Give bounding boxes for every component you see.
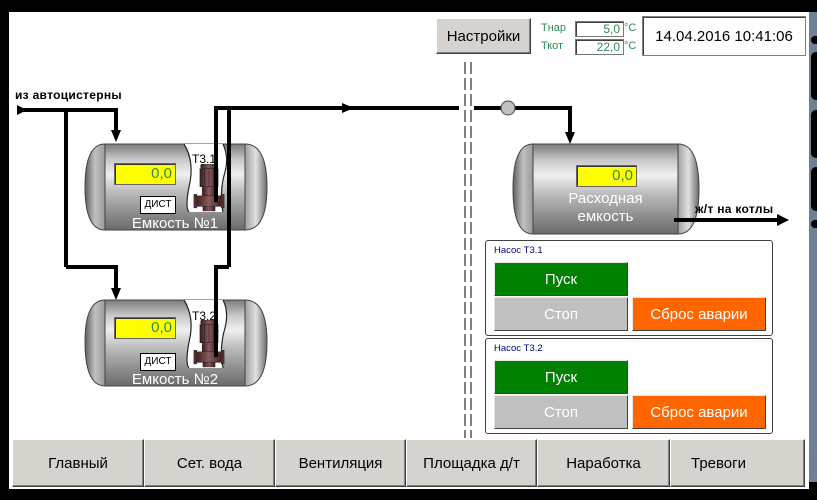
supply-tank-name-line1: Расходная	[568, 190, 643, 207]
pump-panel-t3-2: Насос Т3.2 Пуск Стоп Сброс аварии	[485, 338, 773, 434]
pump-t3-2-reset-alarm-button[interactable]: Сброс аварии	[632, 395, 766, 429]
datetime-display: 14.04.2016 10:41:06	[642, 16, 806, 56]
nav-tab-ventilation[interactable]: Вентиляция	[275, 439, 406, 487]
tank-1-mode-badge[interactable]: ДИСТ	[140, 196, 176, 214]
tank-1-pump-label: Т3.1	[192, 152, 217, 166]
process-scheme	[17, 62, 789, 438]
nav-tab-alarms[interactable]: Тревоги	[670, 439, 805, 487]
hmi-screen: Настройки Тнар 5,0 °С Ткот 22,0 °С 14.04…	[9, 12, 809, 489]
nav-tab-runtime[interactable]: Наработка	[537, 439, 670, 487]
tank-1-level: 0,0	[114, 163, 176, 185]
pump-panel-title: Насос Т3.2	[494, 343, 543, 354]
flow-arrow-icon	[111, 130, 121, 142]
supply-tank-name-line2: емкость	[577, 208, 634, 225]
nav-tab-fuel-area[interactable]: Площадка д/т	[406, 439, 537, 487]
supply-tank-level: 0,0	[576, 165, 637, 187]
pump-panel-t3-1: Насос Т3.1 Пуск Стоп Сброс аварии	[485, 240, 773, 336]
inlet-arrow-icon	[17, 105, 27, 115]
outdoor-temp-label: Тнар	[541, 22, 567, 34]
pump-t3-1-reset-alarm-button[interactable]: Сброс аварии	[632, 297, 766, 331]
flow-arrow-icon	[565, 132, 575, 144]
tank-2-pump-label: Т3.2	[192, 309, 217, 323]
boiler-temp-unit: °С	[624, 40, 637, 52]
tank-2-level: 0,0	[114, 317, 176, 339]
area-separator	[464, 62, 472, 438]
outlet-arrow-icon	[777, 214, 789, 226]
settings-button[interactable]: Настройки	[436, 18, 531, 54]
flow-arrow-icon	[111, 288, 121, 300]
boiler-temp-value: 22,0	[575, 39, 624, 55]
pump-t3-1-stop-button[interactable]: Стоп	[494, 297, 628, 331]
outlet-label: ж/т на котлы	[695, 202, 774, 216]
pump-t3-1-start-button[interactable]: Пуск	[494, 262, 628, 296]
pump-t3-2-start-button[interactable]: Пуск	[494, 360, 628, 394]
pump-panel-title: Насос Т3.1	[494, 245, 543, 256]
tank-2-mode-badge[interactable]: ДИСТ	[140, 353, 176, 371]
valve-icon[interactable]	[500, 100, 516, 116]
outdoor-temp-value: 5,0	[575, 21, 624, 37]
nav-tab-network-water[interactable]: Сет. вода	[144, 439, 275, 487]
nav-tab-main[interactable]: Главный	[12, 439, 144, 487]
adjacent-window-edge	[809, 12, 817, 482]
supply-tank	[512, 143, 700, 235]
boiler-temp-label: Ткот	[541, 40, 564, 52]
tank-1-name: Емкость №1	[131, 215, 219, 232]
inlet-label: из автоцистерны	[15, 88, 122, 102]
flow-arrow-icon	[342, 103, 354, 113]
supply-tank-name: Расходная емкость	[533, 190, 678, 226]
outdoor-temp-unit: °С	[624, 22, 637, 34]
pump-t3-2-stop-button[interactable]: Стоп	[494, 395, 628, 429]
tank-2-name: Емкость №2	[131, 371, 219, 388]
pipes	[19, 106, 779, 357]
